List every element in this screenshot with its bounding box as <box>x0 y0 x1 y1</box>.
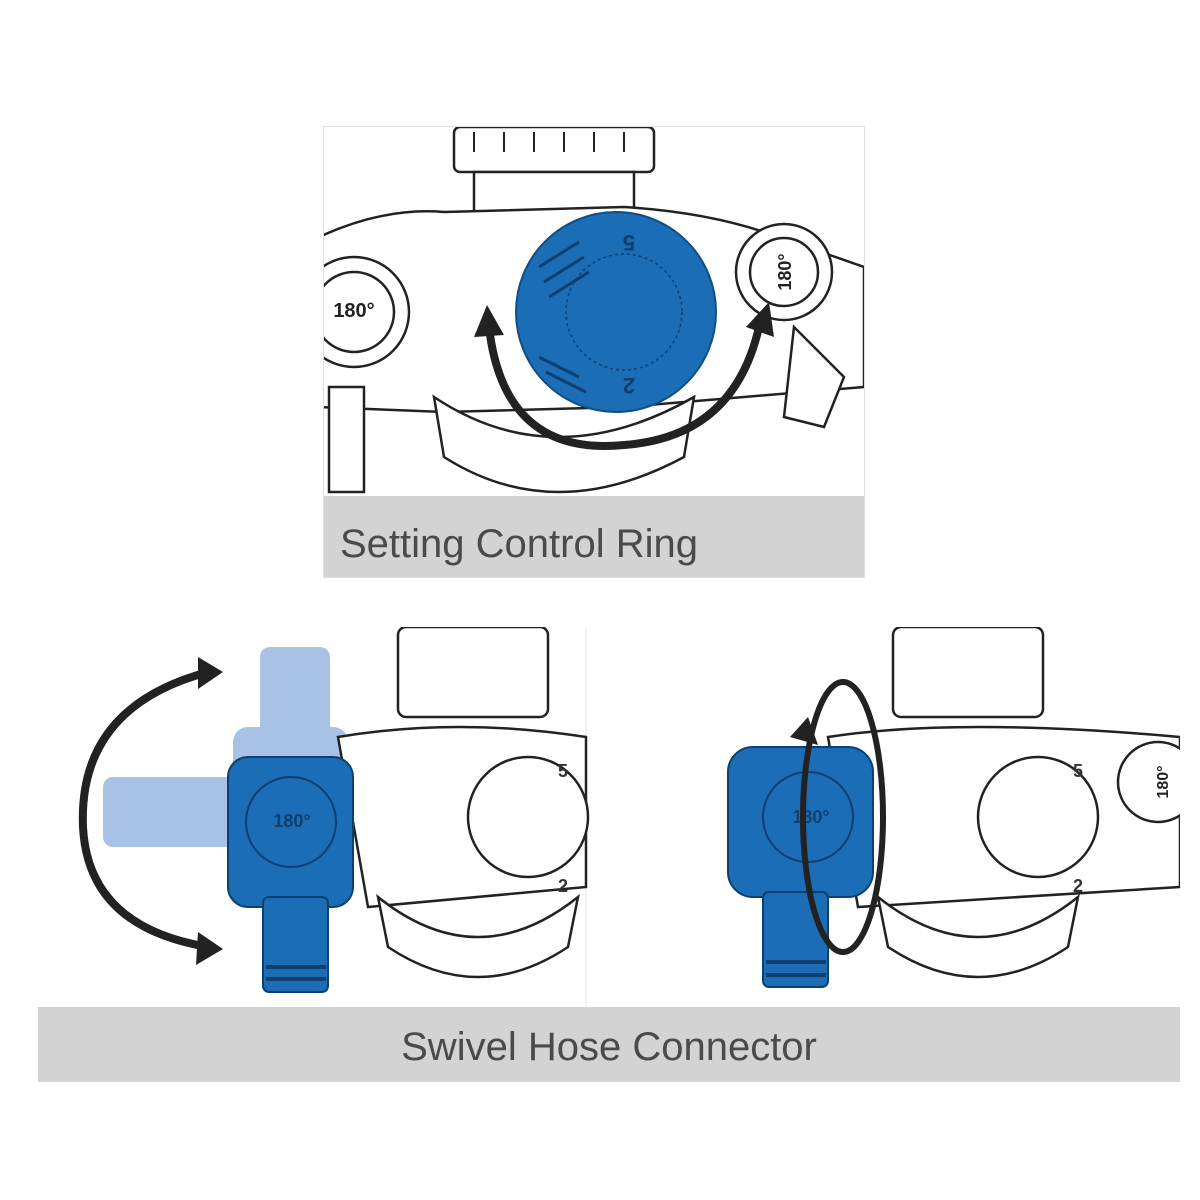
dial-mark-5: 5 <box>623 230 635 255</box>
dial-mark-5: 5 <box>558 761 568 781</box>
setting-control-ring-panel: 5 2 180° 180° Setting Control Ring <box>323 126 865 578</box>
swivel-label-right: 180° <box>775 253 795 290</box>
dial-mark-2-right: 2 <box>1073 876 1083 896</box>
arrowhead-down-icon <box>196 932 223 965</box>
dial-mark-2: 2 <box>623 373 635 398</box>
arrowhead-left-icon <box>474 305 504 337</box>
rotation-loop-icon <box>800 679 886 955</box>
arrowhead-right-icon <box>746 302 774 337</box>
swivel-label-right: 180° <box>792 807 829 827</box>
control-ring-illustration: 5 2 180° 180° <box>324 127 864 494</box>
dial-mark-5-right: 5 <box>1073 761 1083 781</box>
swivel-connector-illustration: 180° 5 2 180° 180° 5 <box>78 627 1180 1007</box>
rotation-arrow-icon <box>485 326 763 450</box>
blue-swivel-connector[interactable] <box>227 756 354 993</box>
right-view: 180° 180° 5 2 <box>727 627 1180 988</box>
caption-swivel-hose-connector: Swivel Hose Connector <box>38 1007 1180 1082</box>
left-view: 180° 5 2 <box>78 627 590 993</box>
caption-setting-control-ring: Setting Control Ring <box>324 496 864 577</box>
swivel-arrow-icon <box>78 668 210 951</box>
arrowhead-up-icon <box>198 657 223 689</box>
swivel-label-left: 180° <box>273 811 310 831</box>
swivel-label-side: 180° <box>1155 765 1172 798</box>
dial-mark-2: 2 <box>558 876 568 896</box>
arrowhead-loop-icon <box>790 717 818 745</box>
swivel-hose-connector-panel: 180° 5 2 180° 180° 5 <box>38 627 1180 1082</box>
swivel-label-left: 180° <box>333 300 374 322</box>
